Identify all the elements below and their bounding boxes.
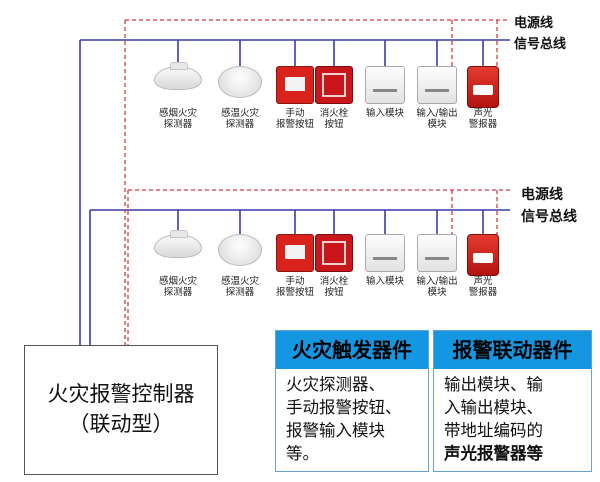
device-smoke-detector: 感烟火灾探测器 (152, 230, 204, 298)
device-sound-light-alarm: 声光警报器 (457, 66, 509, 130)
fire-alarm-controller-box: 火灾报警控制器 （联动型） (24, 345, 218, 475)
trigger-line: 火灾探测器、 (286, 375, 385, 394)
device-caption: 消火栓按钮 (319, 108, 349, 130)
device-caption: 消火栓按钮 (319, 276, 349, 298)
linkage-line: 输出模块、输 (444, 375, 543, 394)
device-caption: 手动报警按钮 (275, 108, 314, 130)
trigger-device-box: 火灾触发器件 火灾探测器、 手动报警按钮、 报警输入模块 等。 (275, 330, 429, 472)
sound-light-alarm-icon (467, 234, 499, 276)
device-input-module: 输入模块 (359, 66, 411, 119)
hydrant-button-icon (315, 234, 353, 272)
power-line-label-bottom: 电源线 (521, 187, 563, 203)
device-caption: 感温火灾探测器 (220, 108, 259, 130)
linkage-line: 入输出模块、 (444, 398, 543, 417)
controller-title: 火灾报警控制器 (47, 382, 195, 406)
trigger-line: 手动报警按钮、 (286, 398, 402, 417)
device-caption: 感烟火灾探测器 (158, 108, 197, 130)
device-manual-alarm-button: 手动报警按钮 (269, 234, 321, 298)
linkage-device-box: 报警联动器件 输出模块、输 入输出模块、 带地址编码的 声光报警器等 (433, 330, 592, 472)
hydrant-button-icon (315, 66, 353, 104)
linkage-line: 带地址编码的 (444, 421, 543, 440)
input-module-icon (365, 66, 405, 104)
power-line-label-top: 电源线 (514, 16, 554, 31)
device-caption: 输入/输出模块 (416, 276, 458, 298)
device-caption: 输入/输出模块 (416, 108, 458, 130)
heat-detector-icon (218, 234, 262, 266)
device-heat-detector: 感温火灾探测器 (214, 66, 266, 130)
controller-subtitle: （联动型） (68, 412, 174, 436)
device-caption: 输入模块 (365, 276, 404, 287)
smoke-detector-icon (154, 62, 202, 90)
device-caption: 感温火灾探测器 (220, 276, 259, 298)
io-module-icon (417, 234, 457, 272)
input-module-icon (365, 234, 405, 272)
device-caption: 手动报警按钮 (275, 276, 314, 298)
device-smoke-detector: 感烟火灾探测器 (152, 62, 204, 130)
manual-alarm-button-icon (276, 234, 314, 272)
trigger-line: 报警输入模块 (286, 421, 385, 440)
device-caption: 输入模块 (365, 108, 404, 119)
smoke-detector-icon (154, 230, 202, 258)
linkage-box-body: 输出模块、输 入输出模块、 带地址编码的 声光报警器等 (434, 369, 591, 465)
trigger-box-body: 火灾探测器、 手动报警按钮、 报警输入模块 等。 (276, 369, 428, 465)
heat-detector-icon (218, 66, 262, 98)
io-module-icon (417, 66, 457, 104)
device-manual-alarm-button: 手动报警按钮 (269, 66, 321, 130)
device-sound-light-alarm: 声光警报器 (457, 234, 509, 298)
device-io-module: 输入/输出模块 (411, 66, 463, 130)
device-hydrant-button: 消火栓按钮 (308, 234, 360, 298)
device-caption: 感烟火灾探测器 (158, 276, 197, 298)
device-io-module: 输入/输出模块 (411, 234, 463, 298)
signal-bus-label-bottom: 信号总线 (521, 209, 577, 225)
manual-alarm-button-icon (276, 66, 314, 104)
device-hydrant-button: 消火栓按钮 (308, 66, 360, 130)
sound-light-alarm-icon (467, 66, 499, 108)
trigger-line: 等。 (286, 444, 319, 463)
linkage-box-title: 报警联动器件 (434, 331, 591, 369)
linkage-line: 声光报警器等 (444, 444, 543, 463)
device-caption: 声光警报器 (468, 276, 498, 298)
device-input-module: 输入模块 (359, 234, 411, 287)
device-caption: 声光警报器 (468, 108, 498, 130)
trigger-box-title: 火灾触发器件 (276, 331, 428, 369)
device-heat-detector: 感温火灾探测器 (214, 234, 266, 298)
signal-bus-label-top: 信号总线 (514, 37, 567, 52)
